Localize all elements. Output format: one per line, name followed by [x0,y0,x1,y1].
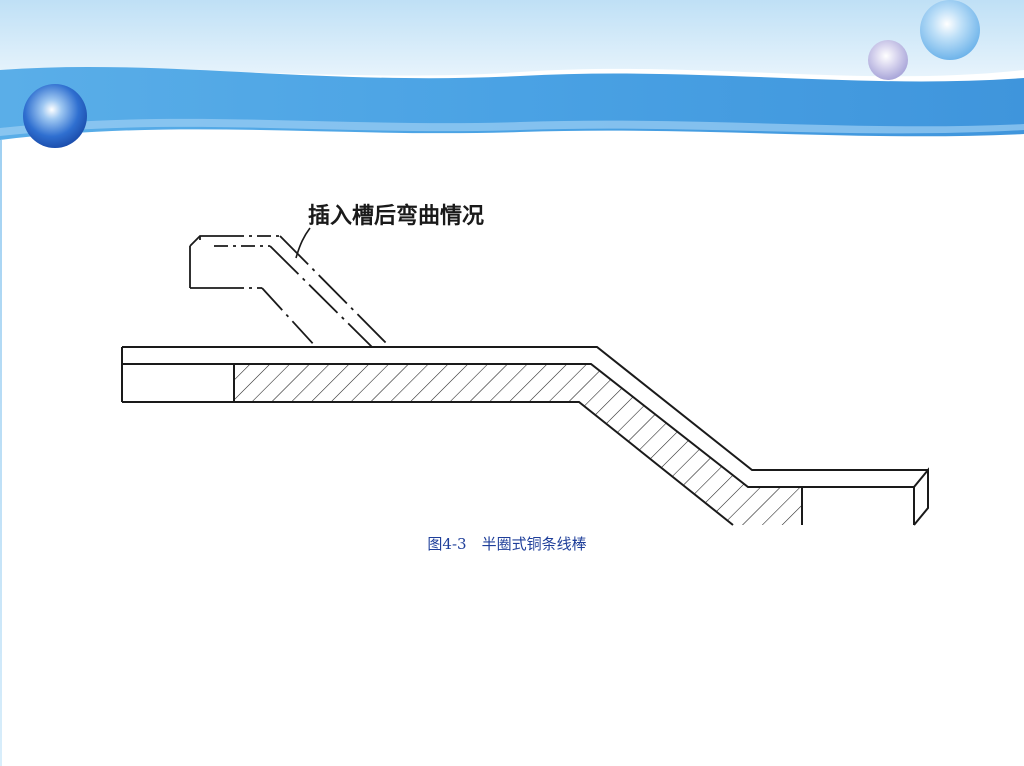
hatched-slot-section [234,364,802,525]
figure-caption: 图4-3 半圈式铜条线棒 [0,533,1024,554]
decorative-orb-top-right [920,0,980,60]
decorative-orb-left [23,84,87,148]
left-border-line [0,140,2,766]
callout-label: 插入槽后弯曲情况 [308,203,485,229]
bent-bar-sketch [189,235,391,348]
decorative-orb-small [868,40,908,80]
header-wave-banner [0,0,1024,170]
figure-caption-text: 图4-3 半圈式铜条线棒 [427,535,587,553]
bar-outline [121,346,929,526]
callout-leader-line [295,227,311,259]
